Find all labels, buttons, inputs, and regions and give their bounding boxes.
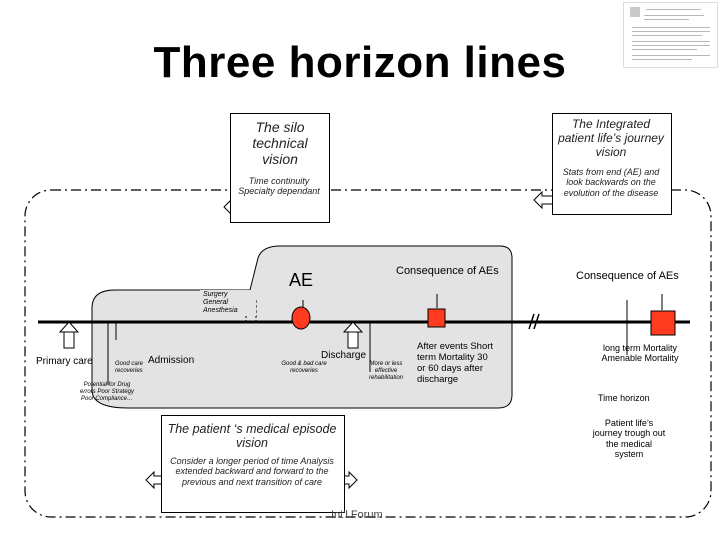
- integrated-vision-heading: The Integrated patient life’s journey vi…: [558, 117, 664, 159]
- admission-label: Admission: [148, 355, 195, 366]
- footer-text: Int'l Forum: [331, 509, 383, 521]
- discharge-label: Discharge: [321, 350, 367, 361]
- rehab-label: More or less effective rehabilitation: [368, 361, 404, 381]
- journey-horizon-frame: [24, 189, 712, 518]
- silo-vision-heading: The silo technical vision: [252, 119, 308, 168]
- primary-care-arrow: [63, 331, 75, 349]
- potential-label: Potential for Drug errors Poor Strategy …: [79, 382, 135, 402]
- after-events-label: After events Short term Mortality 30 or …: [417, 341, 494, 385]
- good-care-label: Good care recoveries: [115, 361, 144, 374]
- episode-vision-subtext: Consider a longer period of time Analysi…: [170, 456, 334, 487]
- ae-label: AE: [289, 270, 314, 290]
- silo-vision-subtext: Time continuity Specialty dependant: [238, 176, 320, 197]
- reference-document-thumbnail: [623, 2, 718, 68]
- slide-title: Three horizon lines: [153, 38, 567, 87]
- time-horizon-label: Time horizon: [598, 393, 650, 403]
- episode-vision-box: [161, 415, 345, 513]
- primary-care-label: Primary care: [36, 356, 93, 367]
- consequence-marker-long: [650, 310, 676, 336]
- integrated-arrow: [533, 190, 555, 210]
- integrated-vision-box: [552, 113, 672, 215]
- good-bad-label: Good & bad care recoveries: [281, 361, 327, 374]
- consequence-label-1: Consequence of AEs: [396, 265, 499, 277]
- episode-vision-heading: The patient ‘s medical episode vision: [167, 422, 337, 451]
- consequence-label-2: Consequence of AEs: [576, 270, 679, 282]
- silo-vision-box: [230, 113, 330, 223]
- surgery-label: Surgery General Anesthesia: [203, 291, 238, 315]
- surgery-box: [200, 290, 256, 316]
- journey-label: Patient life’s journey trough out the me…: [592, 418, 666, 460]
- ae-marker: [291, 306, 311, 330]
- discharge-arrow: [347, 331, 359, 349]
- long-term-label: long term Mortality Amenable Mortality: [601, 343, 679, 364]
- integrated-vision-subtext: Stats from end (AE) and look backwards o…: [562, 167, 660, 198]
- consequence-marker-short: [427, 308, 446, 328]
- break-mark: [528, 313, 535, 330]
